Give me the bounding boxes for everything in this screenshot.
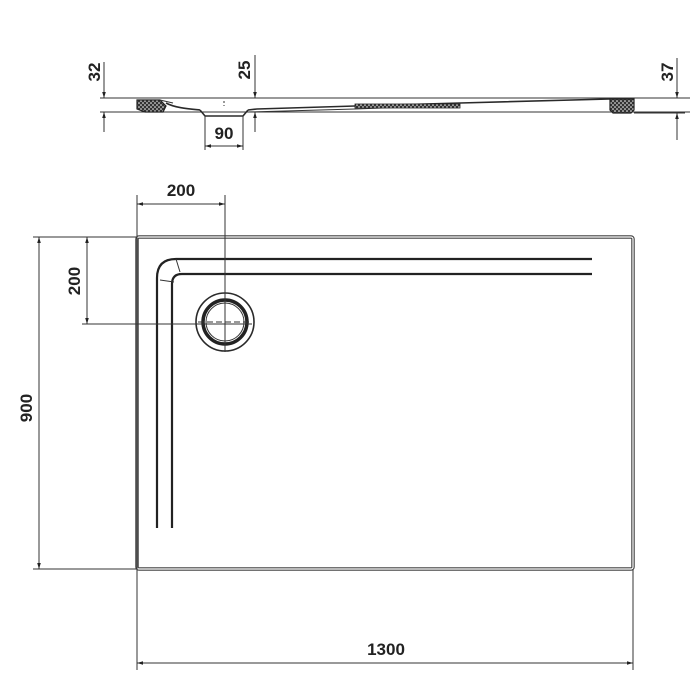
dim-drain-y-label: 200 (65, 267, 84, 295)
side-view: 32 25 90 37 (85, 55, 690, 150)
left-slope (165, 102, 201, 111)
channel-outer-line (155, 257, 592, 528)
tray-outline (135, 235, 635, 571)
dim-drain-width-label: 90 (215, 124, 234, 143)
dim-depth-label: 900 (17, 394, 36, 422)
dim-drain-depth-label: 25 (235, 61, 254, 80)
dim-left-thickness-label: 32 (85, 63, 104, 82)
dim-width-label: 1300 (367, 640, 405, 659)
right-edge-profile (609, 98, 635, 114)
left-edge-profile (136, 99, 167, 113)
channel-hatch (354, 103, 461, 109)
dim-drain-x-label: 200 (167, 181, 195, 200)
plan-view: 200 200 900 1300 (17, 181, 635, 670)
drain-bowl (199, 109, 249, 117)
channel-inner-line (170, 272, 592, 528)
dim-right-thickness-label: 37 (658, 63, 677, 82)
